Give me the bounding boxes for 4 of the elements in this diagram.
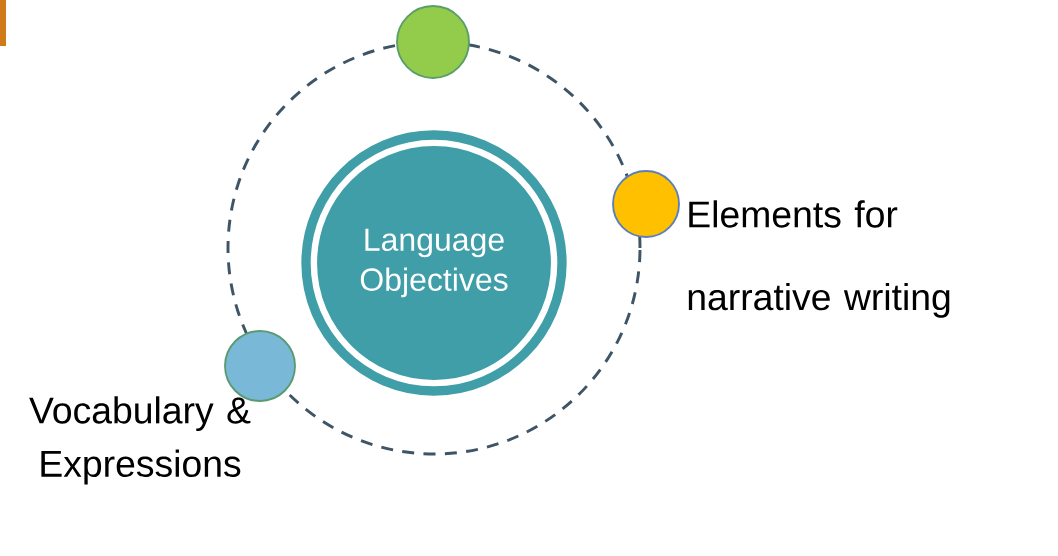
- side-label: Vocabulary & Expressions: [29, 396, 251, 485]
- side-label: Elements for narrative writing: [688, 200, 950, 318]
- dot-circle: [396, 5, 470, 79]
- dot-circle: [612, 170, 680, 238]
